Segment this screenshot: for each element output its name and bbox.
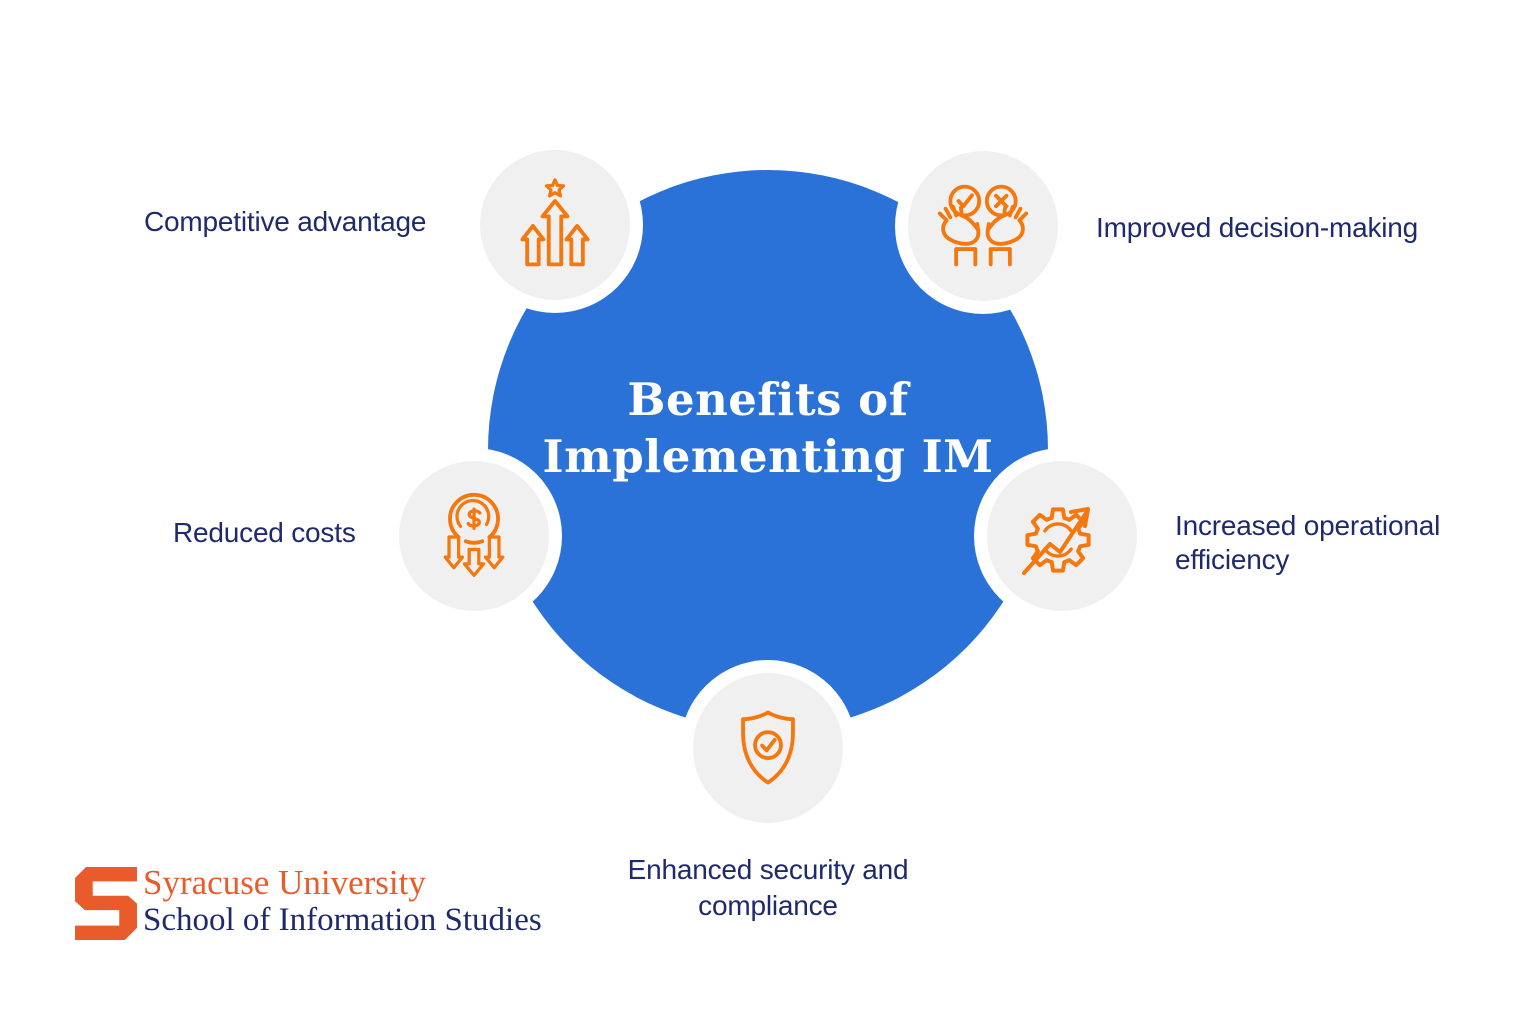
gear-growth-arrow-icon xyxy=(1022,507,1091,575)
benefit-label-increased-operational-efficiency: Increased operational efficiency xyxy=(1175,510,1441,575)
benefit-node-increased-operational-efficiency xyxy=(987,461,1137,611)
title-line-2: Implementing IM xyxy=(542,430,994,483)
arrows-up-star-icon xyxy=(520,178,590,267)
benefit-label-competitive-advantage: Competitive advantage xyxy=(144,206,427,237)
diagram-title: Benefits of Implementing IM xyxy=(543,371,994,485)
title-line-1: Benefits of xyxy=(627,373,909,426)
dollar-down-arrows-icon xyxy=(443,492,505,577)
shield-check-icon xyxy=(741,710,795,785)
benefit-label-enhanced-security-and-compliance: Enhanced security and compliance xyxy=(627,854,909,921)
benefit-node-competitive-advantage xyxy=(480,150,630,300)
benefit-node-improved-decision-making xyxy=(908,151,1058,301)
org-unit-name: School of Information Studies xyxy=(143,902,542,938)
benefit-node-enhanced-security-and-compliance xyxy=(693,673,843,823)
benefit-label-reduced-costs: Reduced costs xyxy=(173,517,356,548)
org-name: Syracuse University xyxy=(143,863,426,902)
syracuse-block-s-logo xyxy=(75,867,137,940)
hands-check-x-icon xyxy=(937,184,1029,267)
benefit-node-reduced-costs xyxy=(399,461,549,611)
benefit-label-improved-decision-making: Improved decision-making xyxy=(1096,212,1419,243)
